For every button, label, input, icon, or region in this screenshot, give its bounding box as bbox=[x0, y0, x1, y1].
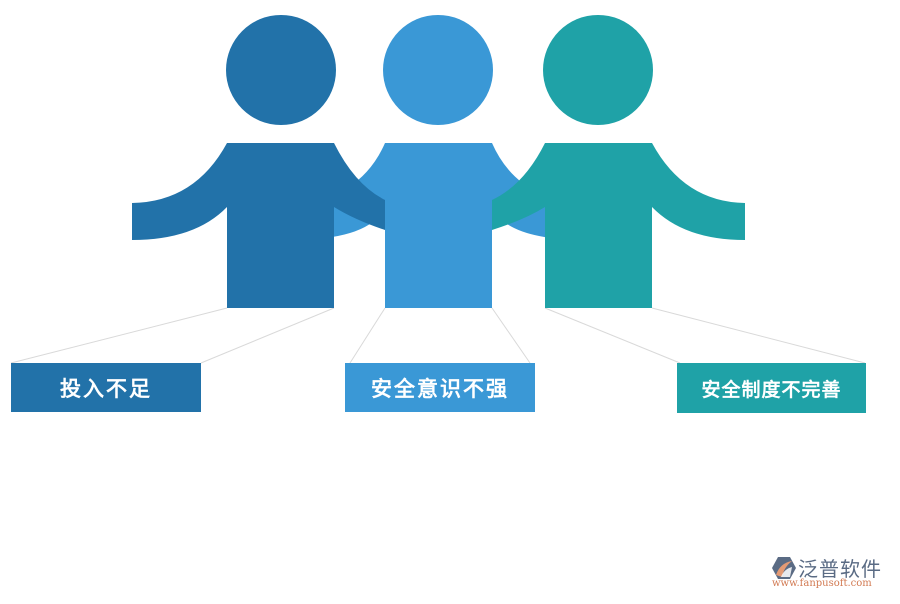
watermark-logo: 泛普软件 www.fanpusoft.com bbox=[768, 551, 896, 591]
brand-url: www.fanpusoft.com bbox=[772, 578, 872, 589]
fanpu-logo-icon bbox=[772, 557, 796, 579]
label-3-text: 安全制度不完善 bbox=[701, 378, 842, 401]
label-1-text: 投入不足 bbox=[60, 376, 152, 401]
label-2-text: 安全意识不强 bbox=[371, 376, 509, 401]
label-safety-system-incomplete: 安全制度不完善 bbox=[677, 363, 866, 413]
person-3-figure bbox=[492, 15, 745, 308]
person-3-torso bbox=[545, 143, 652, 308]
person-1-torso bbox=[227, 143, 334, 308]
person-2-head bbox=[383, 15, 493, 125]
connector-lines bbox=[10, 307, 866, 364]
label-safety-awareness-weak: 安全意识不强 bbox=[345, 363, 535, 412]
brand-name: 泛普软件 bbox=[798, 557, 882, 581]
person-3-head bbox=[543, 15, 653, 125]
label-investment-insufficient: 投入不足 bbox=[11, 363, 201, 412]
person-1-figure bbox=[132, 15, 385, 308]
person-2-torso bbox=[385, 143, 492, 308]
person-1-head bbox=[226, 15, 336, 125]
